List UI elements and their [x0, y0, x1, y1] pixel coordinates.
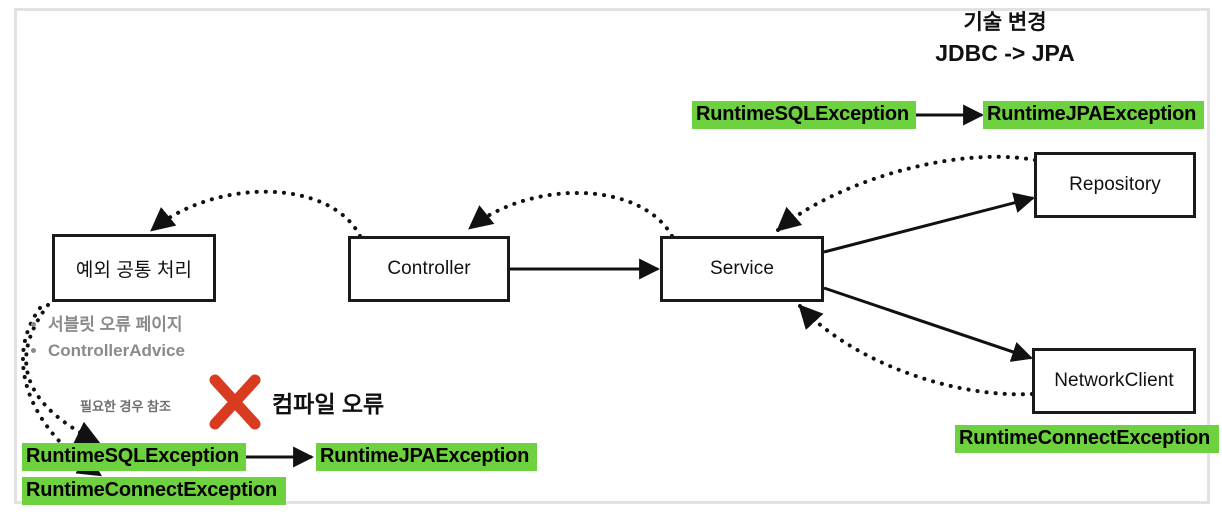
- highlight-top-jpa-exception[interactable]: RuntimeJPAException: [983, 101, 1204, 129]
- node-label-network-client: NetworkClient: [1054, 370, 1174, 391]
- title-line-1: 기술 변경: [963, 11, 1047, 34]
- list-item: ControllerAdvice: [48, 338, 185, 364]
- node-label-exception-handler: 예외 공통 처리: [75, 259, 193, 281]
- highlight-bottom-jpa-exception[interactable]: RuntimeJPAException: [316, 443, 537, 471]
- highlight-label: RuntimeSQLException: [26, 445, 239, 467]
- node-controller[interactable]: Controller: [348, 236, 510, 302]
- reference-note: 필요한 경우 참조: [80, 399, 171, 414]
- highlight-label: RuntimeJPAException: [987, 103, 1197, 125]
- node-label-service: Service: [709, 258, 775, 279]
- list-item: 서블릿 오류 페이지: [48, 312, 185, 338]
- red-x-icon: [209, 374, 261, 430]
- node-label-controller: Controller: [387, 258, 471, 279]
- highlight-label: RuntimeConnectException: [959, 427, 1210, 449]
- node-exception-handler[interactable]: 예외 공통 처리: [52, 234, 216, 302]
- highlight-label: RuntimeConnectException: [26, 479, 277, 501]
- node-repository[interactable]: Repository: [1034, 152, 1196, 218]
- highlight-top-sql-exception[interactable]: RuntimeSQLException: [692, 101, 916, 129]
- highlight-right-connect-exception[interactable]: RuntimeConnectException: [955, 425, 1219, 453]
- node-service[interactable]: Service: [660, 236, 824, 302]
- compile-error-label: 컴파일 오류: [272, 391, 385, 417]
- highlight-label: RuntimeSQLException: [696, 103, 909, 125]
- highlight-bottom-connect-exception[interactable]: RuntimeConnectException: [22, 477, 286, 505]
- highlight-label: RuntimeJPAException: [320, 445, 530, 467]
- title-line-2: JDBC -> JPA: [935, 40, 1075, 66]
- node-label-repository: Repository: [1069, 174, 1161, 195]
- node-network-client[interactable]: NetworkClient: [1032, 348, 1196, 414]
- highlight-bottom-sql-exception[interactable]: RuntimeSQLException: [22, 443, 246, 471]
